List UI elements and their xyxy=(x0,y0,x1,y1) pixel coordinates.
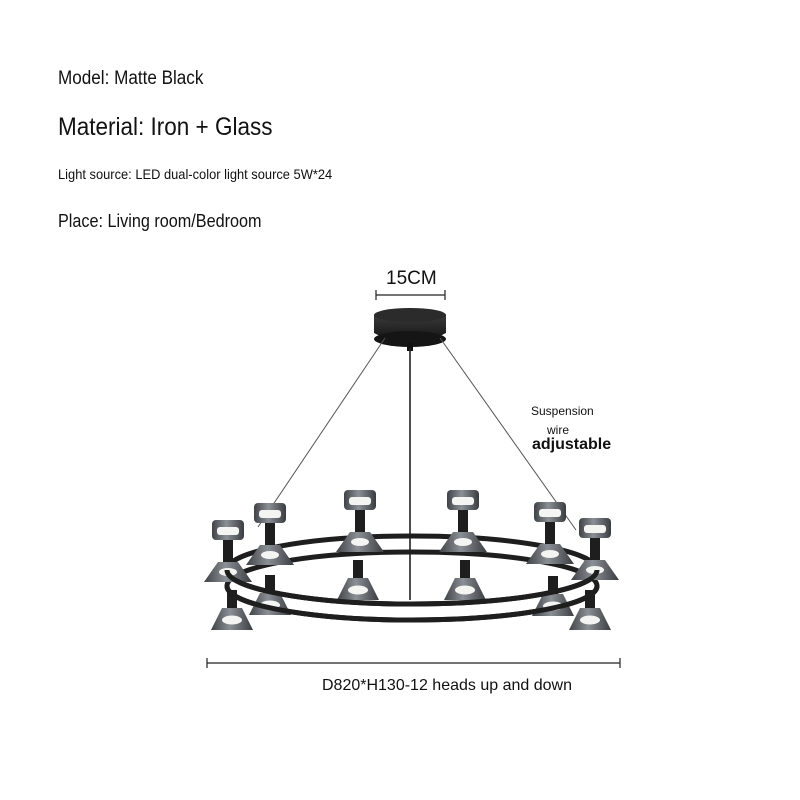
light-head xyxy=(211,590,253,630)
place-spec: Place: Living room/Bedroom xyxy=(58,211,262,231)
light-head xyxy=(526,502,574,564)
suspension-label-line3: adjustable xyxy=(532,436,612,453)
ceiling-canopy xyxy=(374,308,446,351)
light-head xyxy=(204,520,252,582)
overall-dimension-line xyxy=(206,658,621,668)
canopy-dimension-line xyxy=(375,290,446,300)
light-head xyxy=(336,490,384,552)
fixture-rings-front xyxy=(224,569,600,623)
overall-size-label: D820*H130-12 heads up and down xyxy=(322,677,572,694)
material-spec: Material: Iron + Glass xyxy=(58,113,273,141)
canopy-width-label: 15CM xyxy=(386,268,437,289)
model-spec: Model: Matte Black xyxy=(58,68,204,89)
suspension-label-line2: wire xyxy=(547,423,570,437)
light-head xyxy=(337,560,379,600)
suspension-wires xyxy=(257,337,577,600)
light-heads xyxy=(204,490,619,630)
light-head xyxy=(439,490,487,552)
light-head xyxy=(444,560,486,600)
light-head xyxy=(569,590,611,630)
suspension-label-line1: Suspension xyxy=(531,404,594,418)
light-source-spec: Light source: LED dual-color light sourc… xyxy=(58,166,333,182)
light-head xyxy=(246,503,294,565)
